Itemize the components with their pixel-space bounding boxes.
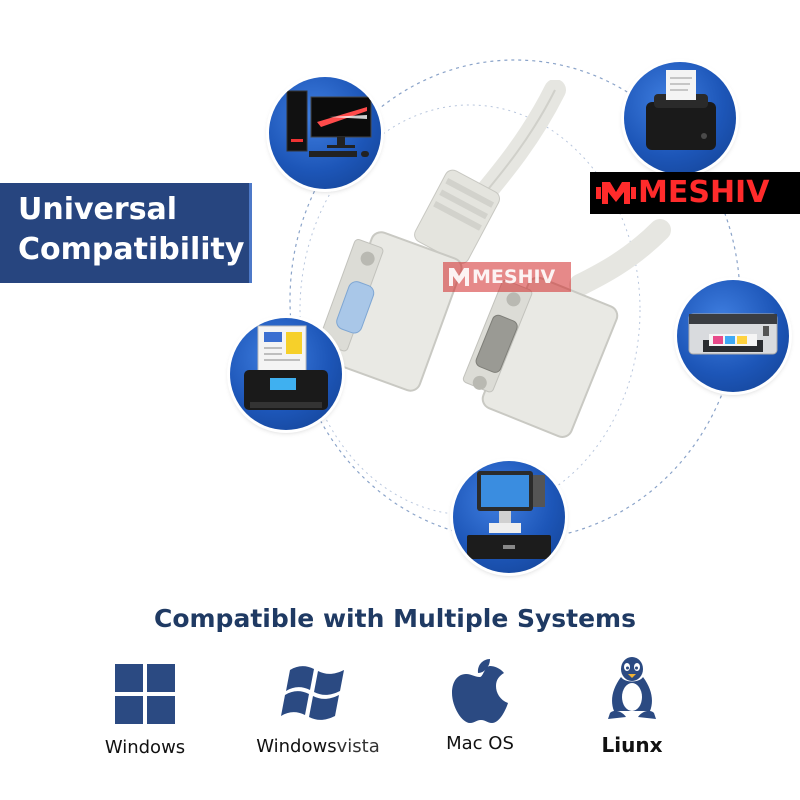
banner-title-line1: Universal: [18, 192, 178, 227]
banner-title-line2: Compatibility: [18, 232, 245, 267]
serial-cable-image: [318, 80, 671, 438]
windows-logo-icon: [115, 664, 175, 724]
os-label-mac-os: Mac OS: [446, 733, 514, 754]
watermark-background: [443, 262, 571, 292]
os-item-windows: Windows: [65, 662, 225, 758]
os-label-windows-vista-main: Windows: [256, 736, 337, 757]
apple-logo-icon: [452, 659, 508, 723]
os-label-windows-vista: Windowsvista: [238, 736, 398, 757]
receipt-printer-icon: [624, 62, 736, 174]
watermark-mark-icon: [449, 268, 469, 286]
pos-terminal-icon: [453, 461, 565, 573]
os-label-linux: Liunx: [601, 733, 663, 757]
inkjet-printer-icon: [677, 280, 789, 392]
os-label-windows: Windows: [104, 737, 186, 758]
os-item-windows-vista: Windowsvista: [238, 660, 398, 757]
brand-mark-icon: [596, 182, 636, 204]
banner-title: Universal Compatibility: [18, 190, 258, 270]
os-item-mac-os: Mac OS: [400, 655, 560, 754]
document-scanner-icon: [230, 318, 342, 430]
linux-penguin-icon: [608, 657, 656, 719]
watermark-text: MESHIV: [472, 266, 556, 288]
os-label-windows-vista-suffix: vista: [336, 736, 380, 757]
windows-vista-logo-icon: [281, 666, 344, 720]
os-item-linux: Liunx: [552, 655, 712, 757]
brand-name: MESHIV: [638, 175, 770, 210]
section-title: Compatible with Multiple Systems: [153, 604, 636, 633]
compatibility-banner: [0, 183, 252, 283]
desktop-computer-icon: [269, 77, 381, 189]
